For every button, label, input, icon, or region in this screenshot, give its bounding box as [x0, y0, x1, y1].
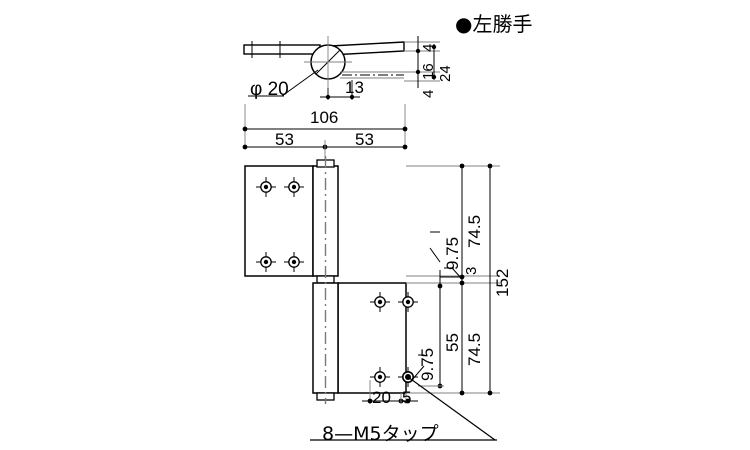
lower-leaf-plate — [337, 282, 407, 394]
dim-label-20: 20 — [372, 388, 391, 407]
diameter-label: φ 20 — [250, 79, 289, 100]
dim-745-dot-top — [459, 163, 465, 169]
dim-stack-dot-2 — [415, 69, 421, 75]
top-view-left-plate — [243, 44, 321, 55]
dim-stack-dot-1 — [415, 48, 421, 54]
screw-hole — [256, 252, 276, 272]
dim-label-74-5-lower: 74.5 — [465, 332, 484, 366]
dim-label-3: 3 — [463, 266, 480, 275]
drawing-title-handedness: ●左勝手 — [455, 12, 533, 36]
dim-label-9-75-lower: 9.75 — [418, 347, 437, 381]
screw-hole — [284, 252, 304, 272]
dim-label-152: 152 — [493, 268, 512, 297]
dim-53-dot-right — [402, 144, 408, 150]
dim-13-dot-left — [325, 94, 331, 100]
dim-label-16: 16 — [420, 63, 437, 80]
dim-13-dot-right — [349, 94, 355, 100]
dim-label-13: 13 — [345, 78, 364, 97]
dim-label-9-75-upper: 9.75 — [443, 236, 462, 270]
dim-20-dot-left — [367, 398, 373, 404]
dim-label-53-left: 53 — [275, 130, 294, 149]
tap-callout-label: 8—M5タップ — [322, 423, 439, 445]
upper-leaf-plate — [244, 165, 314, 277]
front-view-group — [242, 104, 500, 441]
dim-745-dot-bottom — [459, 390, 465, 396]
screw-hole — [398, 292, 418, 312]
dim-152-dot-top — [487, 163, 493, 169]
screw-hole — [284, 177, 304, 197]
dim-label-4-upper: 4 — [420, 43, 437, 52]
dim-24-dot-top — [431, 44, 437, 50]
screw-hole — [256, 177, 276, 197]
top-view-group — [243, 36, 440, 100]
screw-hole — [370, 292, 390, 312]
dim-3-dot-bottom — [459, 280, 465, 286]
dim-label-74-5-upper: 74.5 — [465, 214, 484, 248]
dim-label-4-lower: 4 — [420, 89, 437, 98]
dim-152-dot-bottom — [487, 390, 493, 396]
dim-label-55: 55 — [443, 333, 462, 352]
dim-975-lower-leader — [411, 365, 425, 381]
diameter-leader-line — [281, 69, 319, 97]
dim-106-dot-right — [402, 126, 408, 132]
dim-label-24: 24 — [437, 65, 454, 82]
dim-label-106: 106 — [310, 108, 339, 127]
screw-hole — [370, 367, 390, 387]
dim-label-53-right: 53 — [355, 130, 374, 149]
dim-5-dot-right — [405, 398, 411, 404]
dim-24-dot-bottom — [431, 74, 437, 80]
tap-callout-leader — [407, 376, 496, 441]
dim-53-dot-left — [242, 144, 248, 150]
dim-106-dot-left — [242, 126, 248, 132]
dim-label-5: 5 — [402, 388, 412, 407]
dim-975-upper-leader — [429, 247, 441, 263]
upper-leaf-screws — [256, 177, 304, 272]
